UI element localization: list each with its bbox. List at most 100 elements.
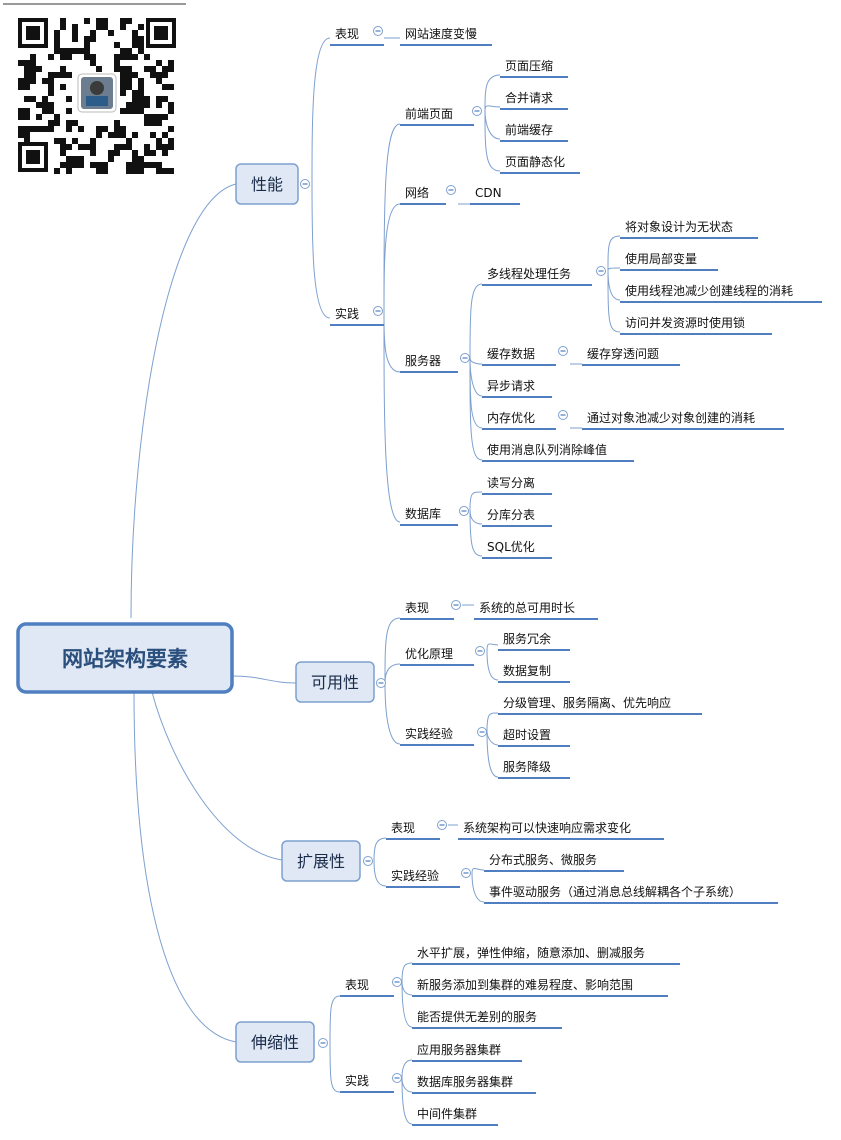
topic-ae-1[interactable]: 分级管理、服务隔离、优先响应 bbox=[498, 695, 702, 715]
topic-async[interactable]: 异步请求 bbox=[482, 379, 552, 398]
collapse-toggle-icon[interactable] bbox=[461, 868, 471, 878]
topic-ap-2[interactable]: 数据复制 bbox=[498, 663, 570, 683]
topic-ee-2[interactable]: 事件驱动服务（通过消息总线解耦各个子系统） bbox=[484, 884, 778, 904]
topic-label: 新服务添加到集群的难易程度、影响范围 bbox=[417, 977, 633, 992]
collapse-toggle-icon[interactable] bbox=[373, 306, 383, 316]
topic-ss-1[interactable]: 水平扩展，弹性伸缩，随意添加、删减服务 bbox=[412, 945, 680, 965]
topic-avail-show-1[interactable]: 系统的总可用时长 bbox=[474, 600, 598, 620]
topic-db-1[interactable]: 读写分离 bbox=[482, 475, 552, 495]
root-label: 网站架构要素 bbox=[62, 647, 188, 671]
topic-perf-show[interactable]: 表现 bbox=[330, 27, 384, 46]
topic-db-3[interactable]: SQL优化 bbox=[482, 540, 552, 559]
collapse-toggle-icon[interactable] bbox=[392, 1073, 402, 1083]
collapse-toggle-icon[interactable] bbox=[392, 977, 402, 987]
topic-mt-4[interactable]: 访问并发资源时使用锁 bbox=[620, 315, 772, 335]
topic-perf-show-1[interactable]: 网站速度变慢 bbox=[400, 26, 492, 46]
collapse-toggle-icon[interactable] bbox=[451, 600, 461, 610]
collapse-toggle-icon[interactable] bbox=[477, 727, 487, 737]
topic-fe-1[interactable]: 页面压缩 bbox=[500, 58, 568, 78]
topic-network[interactable]: 网络 bbox=[400, 185, 446, 205]
category-performance[interactable]: 性能 bbox=[235, 163, 299, 205]
topic-label: 合并请求 bbox=[505, 90, 553, 105]
collapse-toggle-icon[interactable] bbox=[318, 1038, 328, 1048]
topic-frontend[interactable]: 前端页面 bbox=[400, 106, 474, 126]
topic-label: 缓存数据 bbox=[487, 346, 535, 361]
topic-label: 系统架构可以快速响应需求变化 bbox=[463, 820, 631, 835]
collapse-toggle-icon[interactable] bbox=[446, 185, 456, 195]
collapse-toggle-icon[interactable] bbox=[558, 410, 568, 420]
topic-db-2[interactable]: 分库分表 bbox=[482, 507, 552, 527]
topic-label: 数据库服务器集群 bbox=[417, 1074, 513, 1089]
category-label: 伸缩性 bbox=[251, 1033, 299, 1052]
topic-cdn[interactable]: CDN bbox=[470, 186, 520, 205]
topic-label: 实践经验 bbox=[405, 726, 453, 741]
topic-sp-1[interactable]: 应用服务器集群 bbox=[412, 1042, 522, 1062]
topic-ext-show[interactable]: 表现 bbox=[386, 821, 440, 840]
collapse-toggle-icon[interactable] bbox=[373, 26, 383, 36]
topic-ext-show-1[interactable]: 系统架构可以快速响应需求变化 bbox=[458, 820, 664, 840]
collapse-toggle-icon[interactable] bbox=[376, 678, 386, 688]
topic-label: 数据库 bbox=[405, 506, 441, 521]
category-label: 扩展性 bbox=[297, 852, 345, 871]
topic-label: CDN bbox=[475, 186, 502, 200]
topic-sp-3[interactable]: 中间件集群 bbox=[412, 1106, 498, 1126]
topic-scal-practice[interactable]: 实践 bbox=[340, 1073, 394, 1093]
topic-ap-1[interactable]: 服务冗余 bbox=[498, 631, 570, 651]
collapse-toggle-icon[interactable] bbox=[460, 353, 470, 363]
topic-cache[interactable]: 缓存数据 bbox=[482, 346, 556, 366]
topic-multithread[interactable]: 多线程处理任务 bbox=[482, 266, 592, 286]
topic-mq[interactable]: 使用消息队列消除峰值 bbox=[482, 442, 634, 462]
topic-label: 前端页面 bbox=[405, 106, 453, 121]
topic-avail-exp[interactable]: 实践经验 bbox=[400, 726, 474, 746]
category-scalability[interactable]: 伸缩性 bbox=[235, 1021, 315, 1063]
topic-ee-1[interactable]: 分布式服务、微服务 bbox=[484, 852, 624, 872]
topic-label: 分库分表 bbox=[487, 507, 535, 522]
category-availability[interactable]: 可用性 bbox=[295, 661, 375, 703]
topic-ae-2[interactable]: 超时设置 bbox=[498, 727, 570, 747]
topic-ae-3[interactable]: 服务降级 bbox=[498, 759, 570, 779]
topic-label: 中间件集群 bbox=[417, 1106, 477, 1121]
collapse-toggle-icon[interactable] bbox=[472, 106, 482, 116]
topic-memory[interactable]: 内存优化 bbox=[482, 411, 556, 430]
topic-label: 前端缓存 bbox=[505, 122, 553, 137]
topic-avail-principle[interactable]: 优化原理 bbox=[400, 647, 474, 666]
qr-code-icon bbox=[3, 3, 186, 175]
topic-scal-show[interactable]: 表现 bbox=[340, 978, 394, 997]
topic-label: 将对象设计为无状态 bbox=[625, 220, 733, 234]
collapse-toggle-icon[interactable] bbox=[363, 856, 373, 866]
topic-ss-2[interactable]: 新服务添加到集群的难易程度、影响范围 bbox=[412, 977, 668, 997]
collapse-toggle-icon[interactable] bbox=[300, 179, 310, 189]
topic-sp-2[interactable]: 数据库服务器集群 bbox=[412, 1074, 536, 1094]
topic-label: 分级管理、服务隔离、优先响应 bbox=[503, 695, 671, 710]
collapse-toggle-icon[interactable] bbox=[596, 266, 606, 276]
topic-server[interactable]: 服务器 bbox=[400, 353, 458, 373]
topic-db[interactable]: 数据库 bbox=[400, 506, 458, 526]
collapse-toggle-icon[interactable] bbox=[558, 346, 568, 356]
topic-mt-1[interactable]: 将对象设计为无状态 bbox=[620, 220, 758, 239]
topic-label: 服务冗余 bbox=[503, 631, 551, 646]
topic-label: 多线程处理任务 bbox=[487, 266, 571, 281]
topic-label: 缓存穿透问题 bbox=[587, 346, 659, 361]
topic-perf-practice[interactable]: 实践 bbox=[330, 306, 384, 326]
collapse-toggle-icon[interactable] bbox=[437, 820, 447, 830]
topic-cache-1[interactable]: 缓存穿透问题 bbox=[582, 346, 680, 366]
topic-label: 应用服务器集群 bbox=[417, 1042, 501, 1057]
topic-ext-exp[interactable]: 实践经验 bbox=[386, 868, 460, 888]
topic-label: 分布式服务、微服务 bbox=[489, 852, 597, 867]
collapse-toggle-icon[interactable] bbox=[459, 506, 469, 516]
category-label: 可用性 bbox=[311, 673, 359, 692]
root-node[interactable]: 网站架构要素 bbox=[16, 622, 234, 694]
topic-mt-2[interactable]: 使用局部变量 bbox=[620, 251, 718, 271]
topic-fe-4[interactable]: 页面静态化 bbox=[500, 155, 580, 174]
topic-mt-3[interactable]: 使用线程池减少创建线程的消耗 bbox=[620, 283, 822, 303]
topic-ss-3[interactable]: 能否提供无差别的服务 bbox=[412, 1009, 562, 1029]
topic-avail-show[interactable]: 表现 bbox=[400, 601, 454, 620]
collapse-toggle-icon[interactable] bbox=[475, 646, 485, 656]
topic-label: 优化原理 bbox=[405, 647, 453, 661]
topic-fe-3[interactable]: 前端缓存 bbox=[500, 122, 568, 142]
topic-label: 实践 bbox=[335, 306, 359, 321]
topic-memory-1[interactable]: 通过对象池减少对象创建的消耗 bbox=[582, 410, 784, 430]
topic-fe-2[interactable]: 合并请求 bbox=[500, 90, 568, 110]
category-extensibility[interactable]: 扩展性 bbox=[281, 840, 361, 882]
branch-lines bbox=[130, 37, 621, 1125]
